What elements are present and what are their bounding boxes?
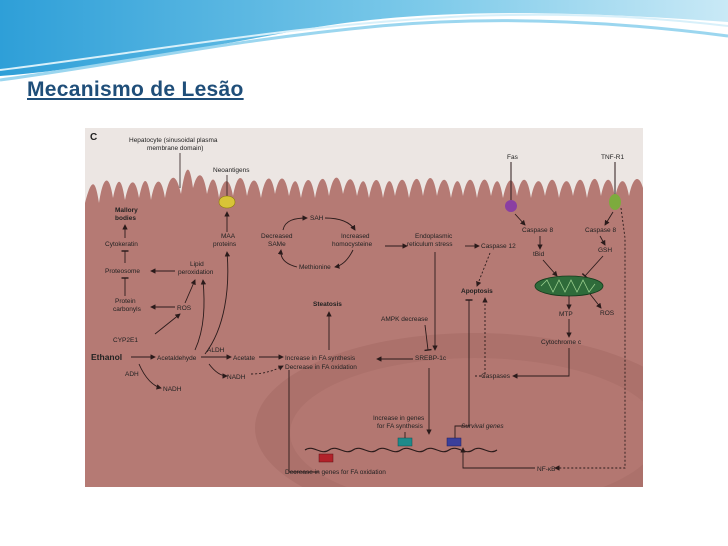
label-er-1: Endoplasmic [415, 233, 453, 240]
pathway-diagram: C Hepatocyte (sinusoidal plasma membrane… [85, 128, 643, 487]
arrow-acetaldehyde-lipid [194, 279, 207, 351]
label-caspase8-a: Caspase 8 [522, 227, 553, 234]
label-nfkb: NF-κB [537, 466, 555, 473]
fas-receptor [505, 200, 517, 212]
mitochondrion-cristae [540, 279, 596, 293]
label-aldh: ALDH [207, 347, 225, 354]
banner-stripe [0, 19, 728, 82]
label-mtp: MTP [559, 311, 573, 318]
label-decreased-same-1: Decreased [261, 233, 293, 240]
label-increase-genes-2: for FA synthesis [377, 423, 424, 430]
cycle-homocysteine-methionine [334, 249, 354, 269]
arrow-tnfr1-nfkb [554, 207, 626, 471]
gene-survival [446, 437, 462, 447]
top-banner [0, 0, 728, 82]
arrow-cytochrome-caspases [512, 348, 570, 379]
label-srebp: SREBP-1c [415, 355, 447, 362]
label-fas: Fas [507, 154, 519, 161]
label-cytokeratin: Cytokeratin [105, 241, 138, 248]
arrow-genes-fa-oxidation [288, 370, 319, 473]
dna-strand [304, 447, 498, 453]
cycle-same-sah [282, 215, 308, 231]
arrow-gsh-mito [581, 255, 604, 279]
label-protein-carbonyls-1: Protein [115, 298, 136, 305]
label-ros-right: ROS [600, 310, 615, 317]
cycle-methionine-same [277, 249, 298, 268]
label-increased-homocysteine-1: Increased [341, 233, 370, 240]
label-lipid-peroxidation-1: Lipid [190, 261, 204, 268]
label-tbid: tBid [533, 251, 545, 258]
arrow-mito-ros [589, 293, 602, 309]
arrow-acetaldehyde-maa [204, 251, 231, 355]
label-hepatocyte-2: membrane domain) [147, 145, 203, 152]
label-caspases: Caspases [481, 373, 511, 380]
label-decreased-same-2: SAMe [268, 241, 286, 248]
label-maa-1: MAA [221, 233, 236, 240]
label-cytochrome: Cytochrome c [541, 339, 582, 346]
label-apoptosis: Apoptosis [461, 288, 493, 295]
label-tnfr1: TNF-R1 [601, 154, 624, 161]
slide-title: Mecanismo de Lesão [27, 78, 244, 101]
cycle-sah-homocysteine [324, 217, 356, 231]
label-decrease-genes: Decrease in genes for FA oxidation [285, 469, 386, 476]
arrow-cyp-ros [154, 313, 181, 335]
arrow-ampk-srebp [424, 324, 432, 352]
label-lipid-peroxidation-2: peroxidation [178, 269, 214, 276]
arrow-aldh-nadh [208, 363, 228, 379]
label-acetate: Acetate [233, 355, 255, 362]
label-acetaldehyde: Acetaldehyde [157, 355, 197, 362]
label-nadh-a: NADH [163, 386, 182, 393]
label-protein-carbonyls-2: carbonyls [113, 306, 142, 313]
label-ampk: AMPK decrease [381, 316, 428, 323]
label-proteosome: Proteosome [105, 268, 140, 275]
arrow-caspases-apoptosis [475, 297, 488, 377]
tnfr1-receptor [609, 194, 621, 210]
label-survival-genes: Survival genes [461, 423, 504, 430]
label-increase-genes-1: Increase in genes [373, 415, 425, 422]
gene-fa-oxidation [318, 453, 334, 463]
label-steatosis: Steatosis [313, 301, 342, 308]
label-mallory-2: bodies [115, 215, 136, 222]
banner-fill [0, 0, 728, 76]
label-caspase8-b: Caspase 8 [585, 227, 616, 234]
label-nadh-b: NADH [227, 374, 246, 381]
label-maa-2: proteins [213, 241, 237, 248]
label-caspase12: Caspase 12 [481, 243, 516, 250]
neoantigen-marker [218, 195, 236, 209]
arrow-survival-apoptosis [454, 299, 473, 438]
label-increase-fa-synthesis: Increase in FA synthesis [285, 355, 356, 362]
arrow-tnfr1-caspase8 [604, 211, 614, 226]
label-hepatocyte-1: Hepatocyte (sinusoidal plasma [129, 137, 218, 144]
arrow-fas-caspase8 [514, 213, 526, 226]
label-cyp2e1: CYP2E1 [113, 337, 138, 344]
mitochondrion [534, 275, 604, 297]
arrow-caspase8b-gsh [599, 235, 606, 246]
panel-letter: C [90, 132, 97, 143]
label-ethanol: Ethanol [91, 352, 122, 362]
label-increased-homocysteine-2: homocysteine [332, 241, 372, 248]
arrow-ros-lipid [184, 279, 196, 304]
label-neoantigens: Neoantigens [213, 167, 250, 174]
label-gsh: GSH [598, 247, 612, 254]
label-methionine: Methionine [299, 264, 331, 271]
arrow-tbid-mito [542, 259, 558, 277]
nucleus-inner [290, 358, 643, 487]
label-decrease-fa-oxidation: Decrease in FA oxidation [285, 364, 357, 371]
label-adh: ADH [125, 371, 139, 378]
label-mallory-1: Mallory [115, 207, 138, 214]
label-er-2: reticulum stress [407, 241, 453, 248]
arrow-nfkb-survival [460, 447, 535, 469]
label-ros-left: ROS [177, 305, 192, 312]
banner-stripe-thin [0, 13, 728, 71]
arrow-caspase12-apoptosis [476, 252, 491, 287]
gene-fa-synthesis [397, 437, 413, 447]
arrow-adh-nadh [138, 363, 162, 390]
label-sah: SAH [310, 215, 324, 222]
